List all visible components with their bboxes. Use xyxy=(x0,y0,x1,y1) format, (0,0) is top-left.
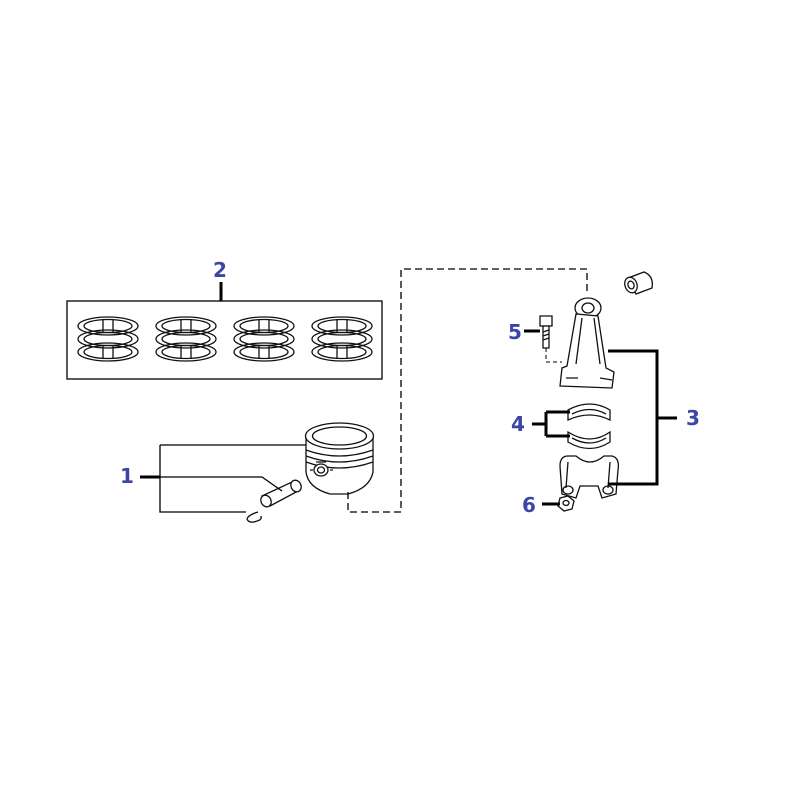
ring-set-2 xyxy=(155,316,217,362)
callout-number-3: 3 xyxy=(686,406,700,430)
assembly-link-dashed xyxy=(347,268,588,513)
leader-bracket-4 xyxy=(532,410,570,438)
bearing-shell-lower xyxy=(567,430,611,450)
leader-line-1-group xyxy=(159,444,306,513)
callout-number-4: 4 xyxy=(511,412,525,436)
ring-set-frame xyxy=(66,300,383,380)
piston-assembly xyxy=(140,422,375,523)
leader-bracket-3 xyxy=(608,349,677,486)
piston-ring-sets xyxy=(66,282,383,380)
ring-set-3 xyxy=(233,316,295,362)
callout-number-2: 2 xyxy=(213,258,227,282)
ring-set-1 xyxy=(77,316,139,362)
bolt xyxy=(539,315,553,349)
piston-pin xyxy=(260,479,302,508)
callout-number-1: 1 xyxy=(120,464,134,488)
small-end-bushing xyxy=(624,271,653,295)
connecting-rod-assembly xyxy=(524,271,677,512)
snap-ring xyxy=(246,511,262,523)
ring-set-4 xyxy=(311,316,373,362)
bolt-centerline xyxy=(545,348,562,363)
nut xyxy=(557,495,575,512)
rod-cap xyxy=(559,455,620,499)
piston xyxy=(304,422,375,495)
callout-number-6: 6 xyxy=(522,493,536,517)
connecting-rod xyxy=(559,297,615,389)
callout-number-5: 5 xyxy=(508,320,522,344)
bearing-shell-upper xyxy=(567,403,611,422)
